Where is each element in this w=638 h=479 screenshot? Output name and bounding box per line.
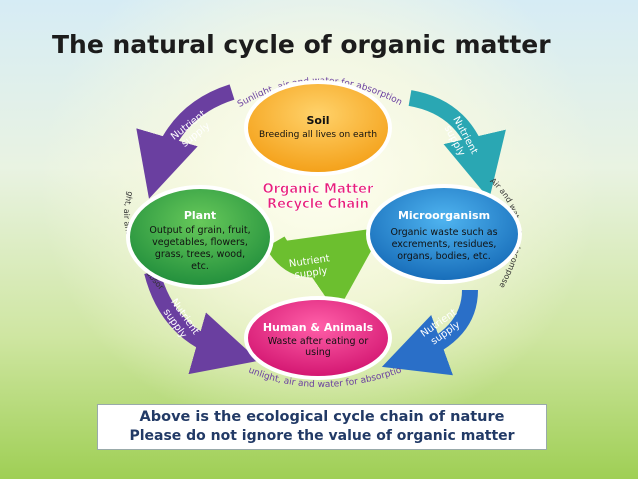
center-title-line-1: Organic Matter <box>263 182 374 197</box>
center-title-line-2: Recycle Chain <box>267 197 369 212</box>
node-human-line-2: using <box>305 347 331 358</box>
node-microorganism-title: Microorganism <box>398 209 490 222</box>
svg-text:supply: supply <box>294 266 328 281</box>
center-title: Organic Matter Recycle Chain <box>262 182 374 213</box>
node-human-line-1: Waste after eating or <box>268 336 369 347</box>
caption-line-1: Above is the ecological cycle chain of n… <box>139 409 505 425</box>
node-human-title: Human & Animals <box>263 321 374 334</box>
node-microorganism-line-1: Organic waste such as <box>390 227 497 238</box>
arrow-soil-to-microorganism <box>408 90 506 200</box>
arrow-center-nutrient <box>265 227 385 314</box>
node-soil: Soil Breeding all lives on earth <box>244 80 392 176</box>
node-plant-title: Plant <box>184 209 216 222</box>
node-soil-line-1: Breeding all lives on earth <box>259 130 377 140</box>
nutrient-label-center: Nutrient supply <box>288 253 330 281</box>
caption-line-2: Please do not ignore the value of organi… <box>129 428 515 444</box>
page-title: The natural cycle of organic matter <box>52 30 551 59</box>
arrow-human-to-plant <box>144 269 259 375</box>
node-microorganism-line-3: organs, bodies, etc. <box>397 251 491 262</box>
arrow-microorganism-to-human <box>381 289 478 376</box>
node-microorganism-line-2: excrements, residues, <box>392 239 497 250</box>
arrow-plant-to-soil <box>136 84 235 199</box>
node-human-animals: Human & Animals Waste after eating or us… <box>244 296 392 380</box>
node-plant-line-4: etc. <box>191 261 209 272</box>
node-plant-line-2: vegetables, flowers, <box>152 237 248 248</box>
node-plant: Plant Output of grain, fruit, vegetables… <box>126 185 274 289</box>
nutrient-label-top-left: Nutrient supply <box>169 109 212 150</box>
node-plant-line-1: Output of grain, fruit, <box>149 225 250 236</box>
node-plant-line-3: grass, trees, wood, <box>155 249 245 260</box>
node-soil-title: Soil <box>306 114 329 127</box>
node-microorganism: Microorganism Organic waste such as excr… <box>366 184 522 284</box>
caption-box: Above is the ecological cycle chain of n… <box>97 404 547 450</box>
